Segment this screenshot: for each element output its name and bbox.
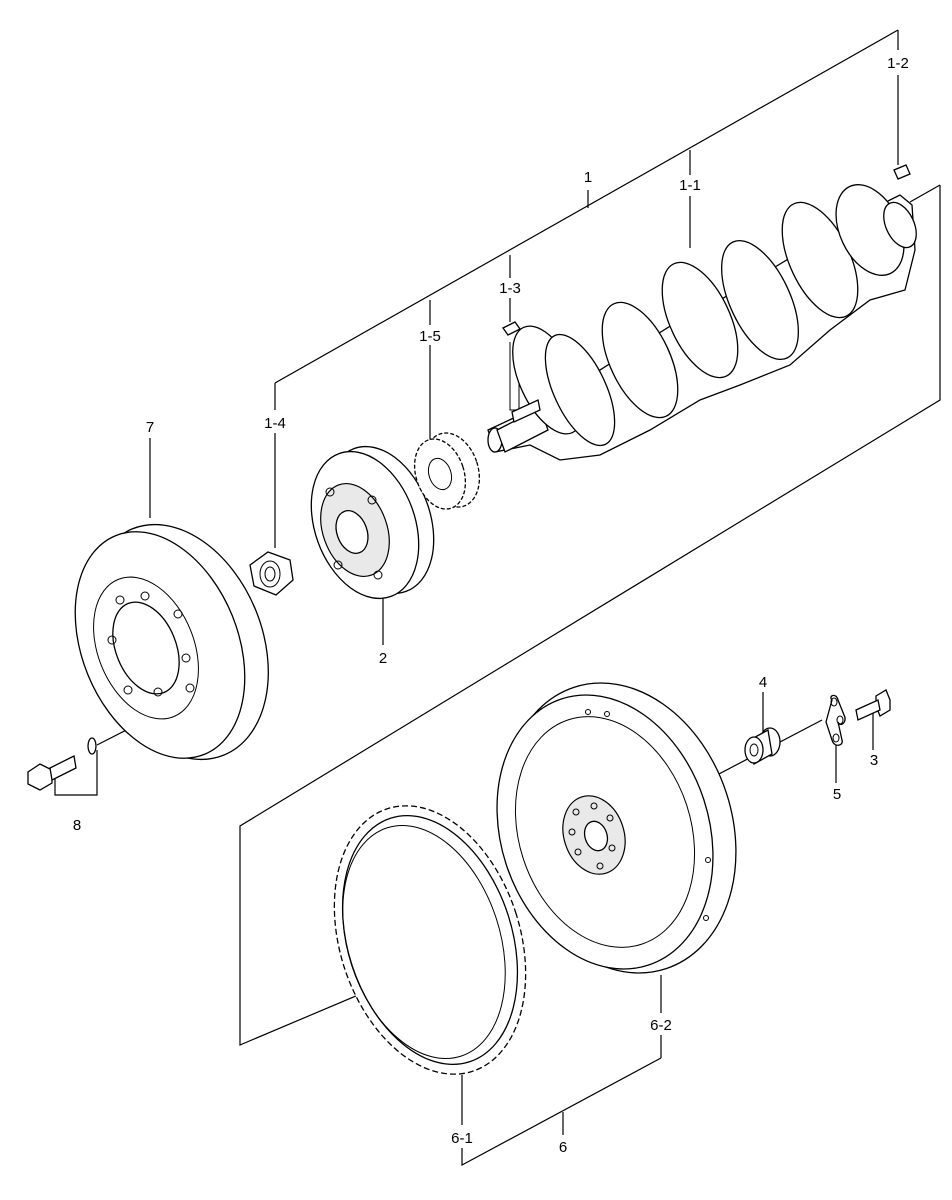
bolt-part-8: [27, 737, 97, 791]
pulley-part-7: [74, 523, 269, 761]
assembly-box-corner: [909, 184, 941, 203]
bolt-shank: [49, 755, 77, 781]
label-4: 4: [759, 674, 767, 691]
pin-part-1-2: [893, 164, 911, 180]
flywheel-part-6-2: [496, 682, 737, 974]
bracket-6: [461, 1057, 662, 1167]
label-6-2: 6-2: [650, 1017, 672, 1034]
label-1-4: 1-4: [264, 415, 286, 432]
assembly-bracket-top: [274, 29, 899, 384]
lock-plate-part-5: [825, 694, 846, 746]
washer: [87, 737, 97, 755]
leader-8: [54, 750, 98, 796]
bearing-part-4: [744, 727, 781, 766]
label-1-2: 1-2: [887, 55, 909, 72]
leader-lines: [54, 29, 941, 1167]
bolt-head: [27, 763, 53, 791]
label-1: 1: [584, 169, 592, 186]
label-6-1: 6-1: [451, 1130, 473, 1147]
key-part-1-3: [502, 321, 521, 336]
bolt-part-3: [855, 689, 891, 721]
assembly-box-lower: [239, 185, 941, 1046]
ring-gear-part-6-1: [333, 805, 527, 1075]
label-1-3: 1-3: [499, 280, 521, 297]
label-3: 3: [870, 752, 878, 769]
callout-labels: 1 1-1 1-2 1-3 1-4 1-5 2 3 4 5 6 6-1 6-2 …: [73, 55, 909, 1156]
hub-part-2: [310, 445, 435, 600]
crankshaft-part-1-1: [487, 184, 917, 461]
label-7: 7: [146, 419, 154, 436]
label-6: 6: [559, 1139, 567, 1156]
label-1-5: 1-5: [419, 328, 441, 345]
label-8: 8: [73, 817, 81, 834]
nut-part-1-4: [249, 551, 294, 596]
label-5: 5: [833, 786, 841, 803]
label-1-1: 1-1: [679, 177, 701, 194]
keyway: [511, 399, 541, 423]
label-2: 2: [379, 650, 387, 667]
gear-part-1-5: [413, 432, 481, 510]
